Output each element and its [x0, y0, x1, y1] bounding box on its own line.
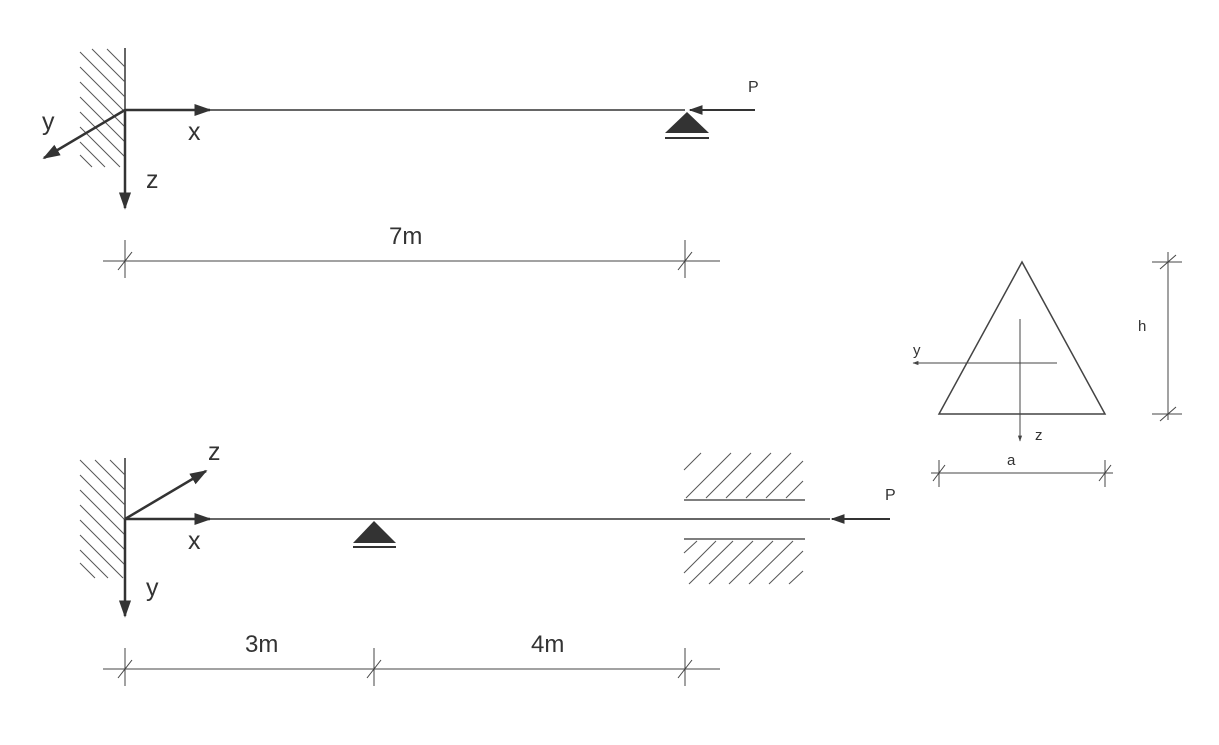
bottom-axis-z-label: z [208, 438, 221, 466]
top-axis-y-label: y [42, 108, 55, 136]
top-axis-z-label: z [146, 166, 159, 194]
top-axis-x-label: x [188, 118, 201, 146]
top-pin-support [665, 112, 709, 139]
section-axis-z-label: z [1035, 427, 1043, 444]
top-dimension-line [103, 240, 720, 278]
bottom-span-left-label: 3m [245, 631, 278, 658]
section-axis-y-label: y [913, 342, 921, 359]
bottom-view: z x y [79, 438, 896, 686]
top-load-label: P [748, 79, 759, 96]
bottom-fixed-wall [79, 458, 126, 580]
bottom-span-right-label: 4m [531, 631, 564, 658]
top-span-label: 7m [389, 223, 422, 250]
section-height-dimension [1152, 252, 1182, 422]
triangle-section [937, 260, 1107, 415]
bottom-dimension-line [103, 648, 720, 686]
top-view: y x z P 7m [42, 48, 759, 278]
cross-section: y z h a [912, 252, 1182, 487]
bottom-axis-x-label: x [188, 527, 201, 555]
bottom-guide-lower [683, 538, 805, 585]
bottom-z-axis-arrow [124, 469, 208, 521]
bottom-load-label: P [885, 487, 896, 504]
bottom-axis-y-label: y [146, 574, 159, 602]
top-fixed-wall [79, 48, 126, 170]
bottom-guide-upper [683, 452, 805, 501]
bottom-pin-support [353, 521, 396, 548]
section-height-label: h [1138, 318, 1146, 335]
section-base-dimension [931, 460, 1113, 487]
top-y-axis-arrow [42, 108, 126, 160]
section-base-label: a [1007, 452, 1016, 469]
